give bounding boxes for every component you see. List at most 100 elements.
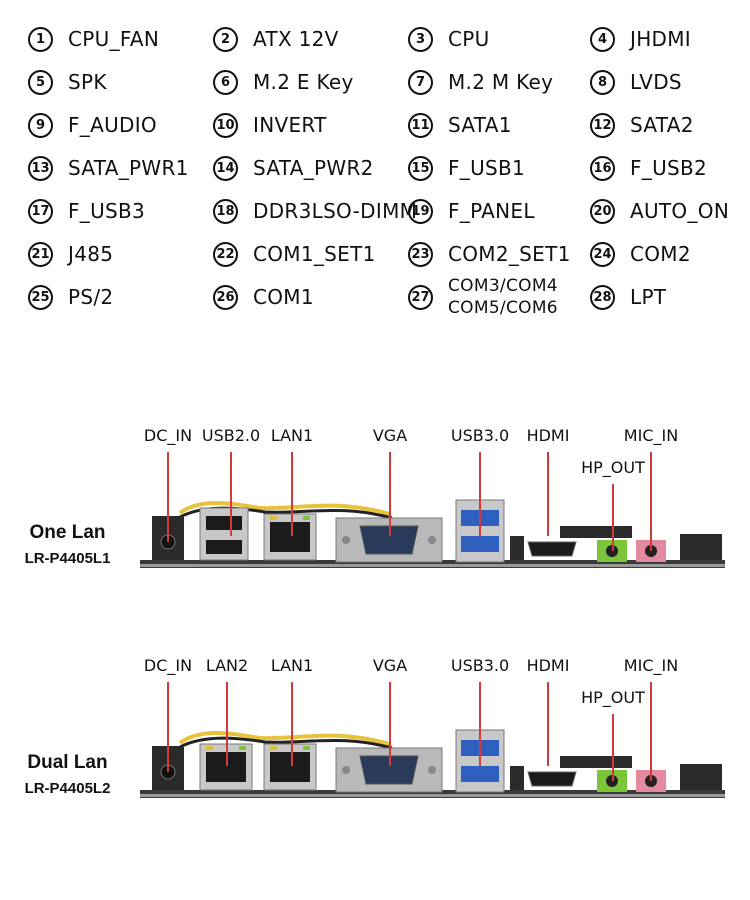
callout-label-lan2: LAN2 [205,656,249,675]
board-components [680,534,722,560]
item-number-badge: 4 [590,26,615,52]
item-label: JHDMI [630,27,691,51]
item-label: SATA_PWR1 [68,156,189,180]
callout-label-usb3: USB3.0 [450,656,510,675]
callout-label-hp: HP_OUT [581,688,645,707]
lan1-port-led [270,746,277,750]
item-label: CPU [448,27,490,51]
callout-label-mic: MIC_IN [623,426,679,445]
callout-label-usb3: USB3.0 [450,426,510,445]
callout-label-dc: DC_IN [143,426,193,445]
legend-item: 7 M.2 M Key [408,67,553,97]
item-number-badge: 24 [590,241,615,267]
board-components [680,764,722,790]
item-label: ATX 12V [253,27,339,51]
item-label: M.2 M Key [448,70,554,94]
item-label: SATA1 [448,113,512,137]
callout-label-vga: VGA [372,656,408,675]
panel-variant-title: Dual Lan [27,752,108,773]
item-label: LPT [630,285,667,309]
vga-connector [359,525,419,555]
legend-item: 15 F_USB1 [408,153,525,183]
vga-screw-right [428,766,436,774]
item-label: DDR3LSO-DIMM [253,199,418,223]
legend-item: 14 SATA_PWR2 [213,153,374,183]
item-number-badge: 11 [408,112,433,138]
item-label: F_USB2 [630,156,708,180]
wire-black [179,736,393,750]
lan1-port-led [270,516,277,520]
item-label: F_PANEL [448,199,535,223]
callout-label-lan1: LAN1 [270,656,314,675]
item-number-badge: 21 [28,241,53,267]
legend-item: 2 ATX 12V [213,24,339,54]
lan2-port-led [206,746,213,750]
item-number-badge: 7 [408,69,433,95]
callout-label-hp: HP_OUT [581,458,645,477]
hdmi-port [527,771,577,787]
board-components [510,536,524,560]
lan1-port-socket [270,522,310,552]
panel-model: LR-P4405L2 [24,780,111,797]
item-number-badge: 8 [590,69,615,95]
rear-io-illustration [140,452,725,568]
board-components [510,766,524,790]
legend-item: 21 J485 [28,239,113,269]
lan2-port-led [239,746,246,750]
item-number-badge: 5 [28,69,53,95]
item-number-badge: 15 [408,155,433,181]
callout-label-vga: VGA [372,426,408,445]
item-number-badge: 6 [213,69,238,95]
legend-item: 19 F_PANEL [408,196,535,226]
callout-label-hdmi: HDMI [526,426,570,445]
item-label: SATA_PWR2 [253,156,374,180]
pcb-edge-highlight [140,794,725,797]
item-number-badge: 16 [590,155,615,181]
hdmi-port [527,541,577,557]
item-number-badge: 13 [28,155,53,181]
vga-screw-left [342,536,350,544]
item-label: F_USB3 [68,199,146,223]
item-number-badge: 10 [213,112,238,138]
item-label: COM2 [630,242,691,266]
panel-variant-title: One Lan [29,522,106,543]
legend-item: 24 COM2 [590,239,691,269]
usb2-port-bottom [206,540,242,554]
item-label: AUTO_ON [630,199,730,223]
item-number-badge: 25 [28,284,53,310]
panel-dual-lan: Dual Lan LR-P4405L2 DC_IN LAN2 LAN1 VGA USB3… [0,648,750,848]
item-number-badge: 19 [408,198,433,224]
callout-label-lan1: LAN1 [270,426,314,445]
legend-item: 11 SATA1 [408,110,512,140]
item-label: J485 [68,242,114,266]
usb3-port-bottom [461,766,499,782]
callout-label-hdmi: HDMI [526,656,570,675]
pcb-edge-highlight [140,564,725,567]
hdmi-header [560,526,632,538]
item-label: COM1_SET1 [253,242,376,266]
callout-label-dc: DC_IN [143,656,193,675]
item-number-badge: 14 [213,155,238,181]
legend-item: 13 SATA_PWR1 [28,153,189,183]
item-number-badge: 3 [408,26,433,52]
legend-item: 16 F_USB2 [590,153,707,183]
lan1-port-led [303,746,310,750]
wire-yellow [178,501,391,516]
item-number-badge: 26 [213,284,238,310]
vga-screw-right [428,536,436,544]
item-label: F_USB1 [448,156,526,180]
item-label: INVERT [253,113,327,137]
callout-label-usb2: USB2.0 [201,426,261,445]
item-label: M.2 E Key [253,70,354,94]
item-number-badge: 2 [213,26,238,52]
